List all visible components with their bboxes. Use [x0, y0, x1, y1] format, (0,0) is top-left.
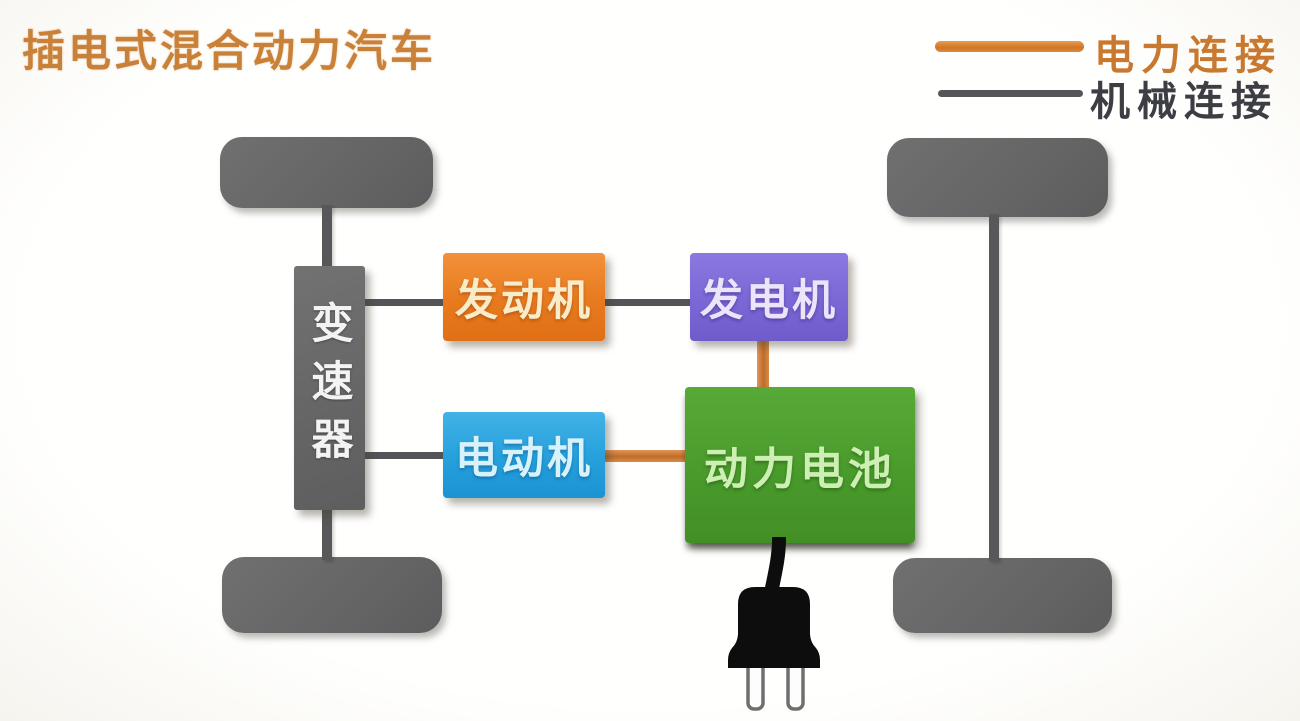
plug-cable — [764, 537, 786, 600]
mechanical-link-transmission-motor — [358, 452, 446, 459]
wheel-rear-left — [222, 557, 442, 633]
right-axle — [989, 214, 999, 561]
mechanical-connection-line-icon — [938, 90, 1083, 97]
wheel-front-left — [220, 137, 433, 208]
transmission-box: 变速器 — [294, 266, 365, 510]
transmission-label: 变速器 — [306, 301, 353, 475]
page-title: 插电式混合动力汽车 — [22, 28, 436, 76]
battery-box: 动力电池 — [685, 387, 915, 543]
generator-box: 发电机 — [690, 253, 848, 341]
wheel-rear-right — [893, 558, 1112, 633]
electrical-link-motor-battery — [600, 450, 690, 462]
electrical-link-generator-battery — [757, 340, 769, 390]
electrical-legend-label: 电力连接 — [1094, 34, 1282, 78]
left-axle-upper — [322, 205, 332, 269]
engine-label: 发动机 — [455, 277, 593, 325]
engine-box: 发动机 — [443, 253, 605, 341]
mechanical-link-engine-generator — [600, 299, 693, 306]
motor-box: 电动机 — [443, 412, 605, 498]
wheel-front-right — [887, 138, 1108, 217]
plug-prong-right — [786, 661, 805, 711]
mechanical-legend-label: 机械连接 — [1090, 80, 1278, 124]
generator-label: 发电机 — [700, 277, 838, 325]
plug-body — [728, 587, 820, 668]
motor-label: 电动机 — [455, 435, 593, 483]
mechanical-link-transmission-engine — [358, 299, 446, 306]
electrical-connection-line-icon — [935, 41, 1084, 52]
battery-label: 动力电池 — [704, 445, 896, 494]
left-axle-lower — [322, 505, 332, 560]
charging-plug-icon — [728, 537, 820, 711]
plug-prong-left — [746, 661, 765, 711]
